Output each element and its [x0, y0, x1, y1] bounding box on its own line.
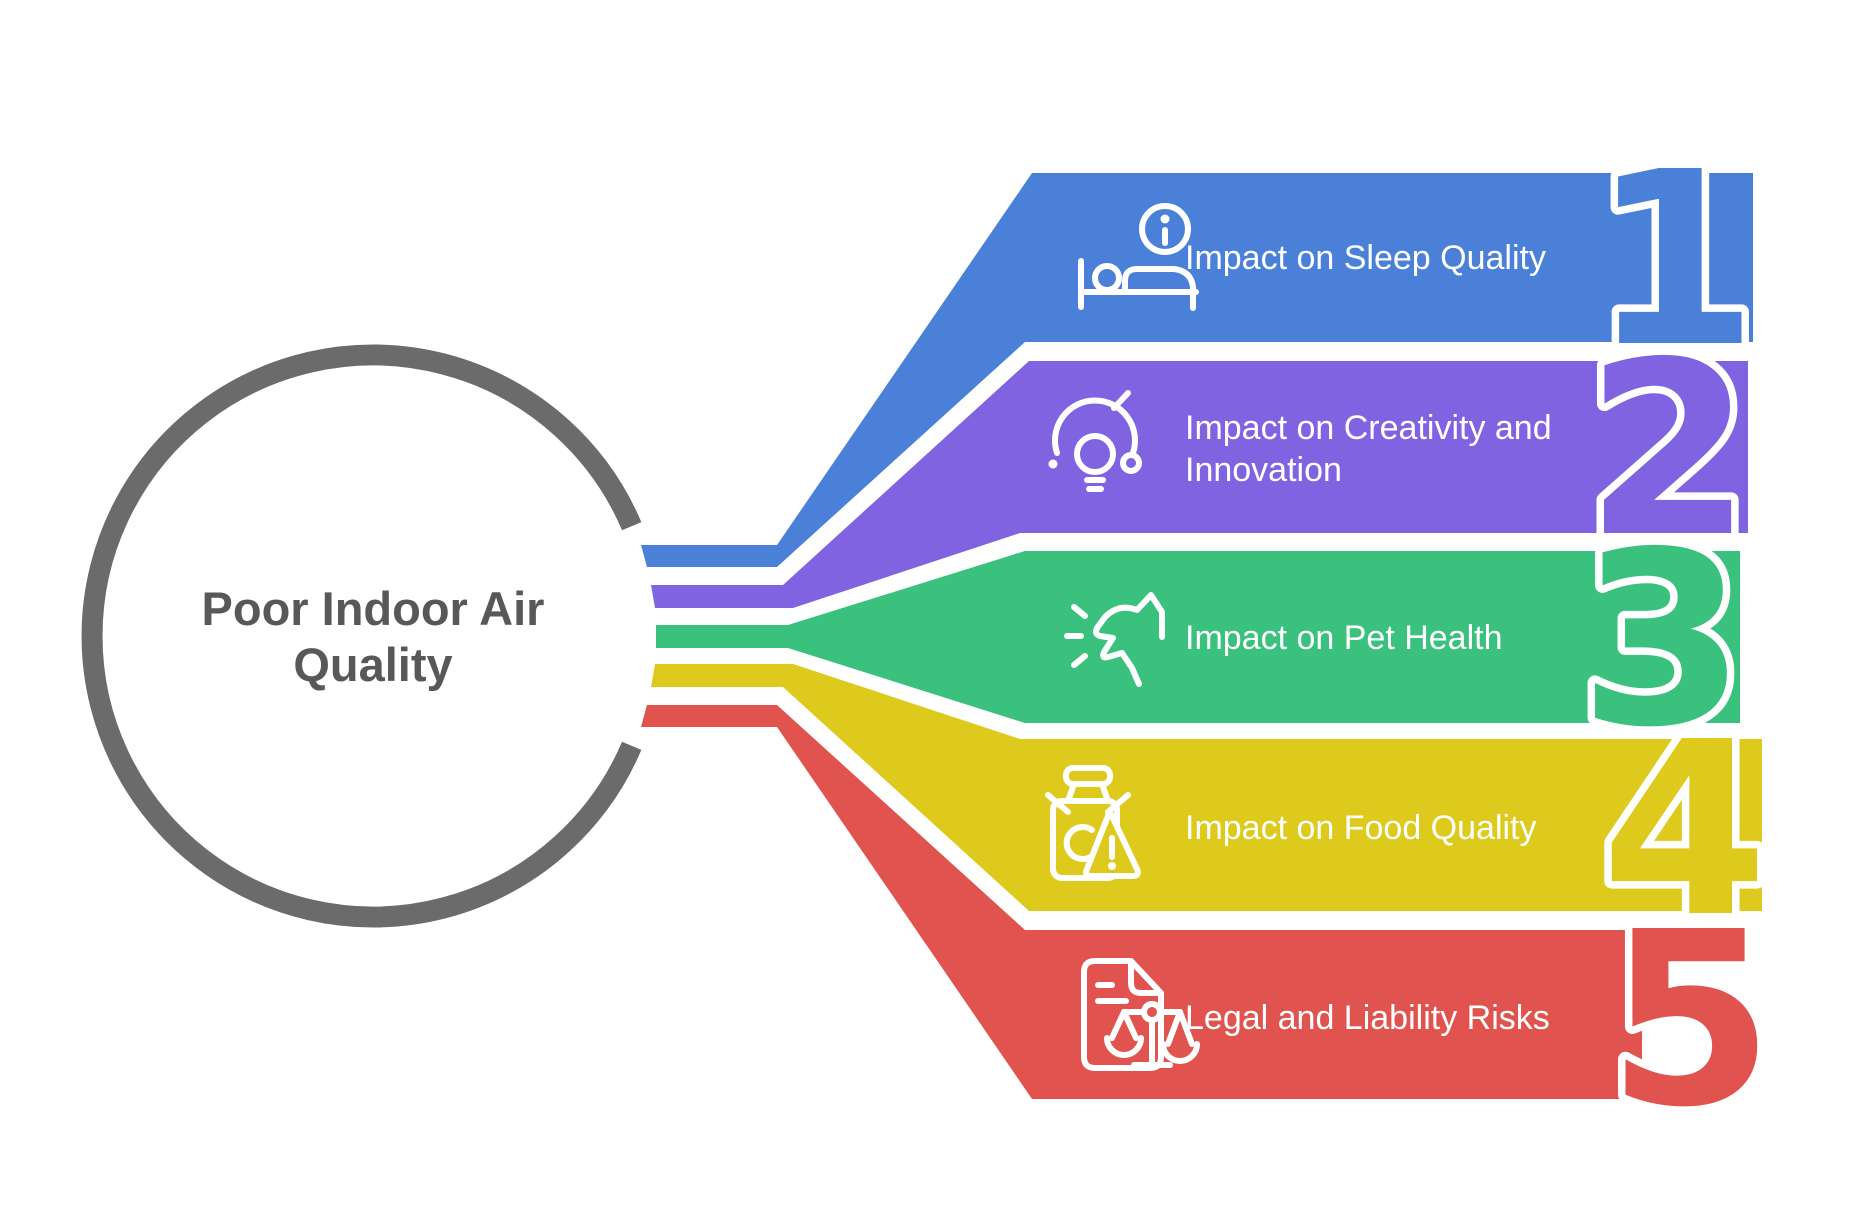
band-1-sleep-quality: 1 Impact on Sleep Quality: [641, 113, 1766, 567]
band-number: 2: [1585, 310, 1752, 590]
sleep-bed-info-icon: [1078, 203, 1199, 311]
band-label: Legal and Liability Risks: [1185, 999, 1550, 1037]
center-circle: Poor Indoor Air Quality: [81, 344, 642, 928]
band-number: 3: [1579, 500, 1746, 780]
lightbulb-gauge-icon: [1048, 390, 1142, 492]
band-shape: [651, 361, 1748, 608]
food-jar-warning-icon: [1045, 765, 1141, 881]
band-number: 4: [1601, 690, 1768, 970]
band-shape: [641, 705, 1642, 1099]
center-topic-title-line1: Poor Indoor Air: [202, 582, 545, 635]
center-circle-ring: [81, 344, 642, 928]
document-scales-icon: [1081, 958, 1200, 1071]
band-number: 5: [1607, 880, 1774, 1160]
band-label: Impact on Creativity and: [1185, 409, 1552, 447]
band-label: Impact on Food Quality: [1185, 809, 1537, 847]
band-4-food-quality: 4 Impact on Food Quality: [651, 664, 1776, 978]
band-5-legal-liability-risks: 5 Legal and Liability Risks: [641, 705, 1782, 1168]
band-2-creativity-innovation: 2 Impact on Creativity and Innovation: [651, 303, 1760, 608]
band-number: 1: [1591, 120, 1758, 400]
band-shape: [641, 173, 1753, 567]
band-shape: [651, 664, 1762, 911]
center-topic-title-line2: Quality: [293, 638, 452, 691]
band-3-pet-health: 3 Impact on Pet Health: [656, 493, 1754, 788]
band-label: Impact on Sleep Quality: [1185, 239, 1546, 277]
band-label-line2: Innovation: [1185, 451, 1342, 489]
band-label: Impact on Pet Health: [1185, 619, 1503, 657]
barking-dog-icon: [1064, 592, 1165, 687]
band-shape: [656, 551, 1740, 723]
